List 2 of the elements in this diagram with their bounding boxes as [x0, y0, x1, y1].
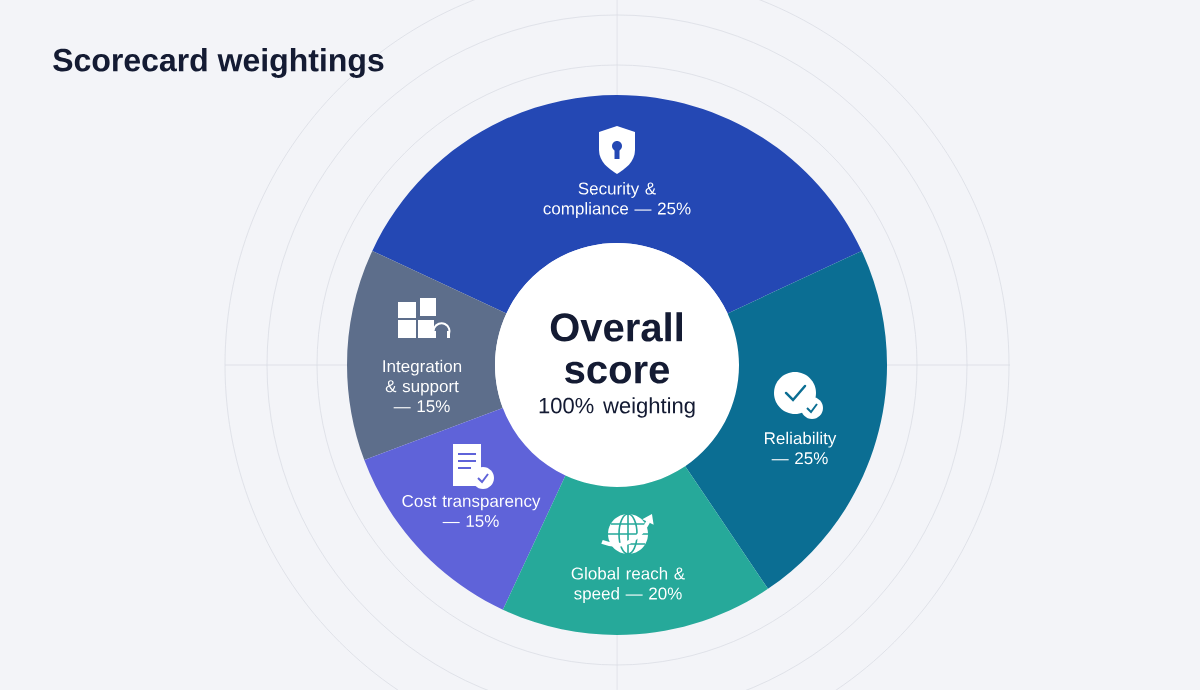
title: Scorecard weightings [53, 48, 384, 78]
donut-segment: Integration & support — 15% [347, 250, 507, 460]
